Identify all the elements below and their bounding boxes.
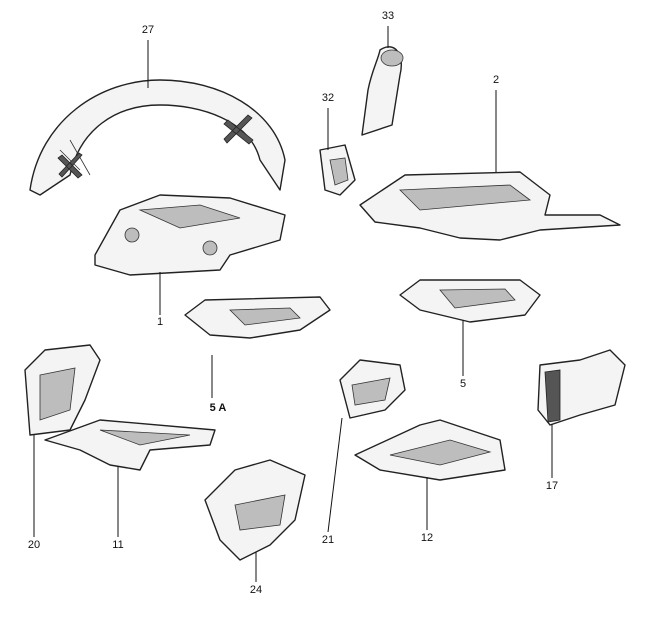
label-5: 5: [459, 378, 467, 390]
label-1: 1: [156, 316, 164, 328]
label-32: 32: [321, 92, 335, 104]
label-33: 33: [381, 10, 395, 22]
part-27-shroud: [29, 79, 286, 196]
part-33-duct: [361, 46, 404, 136]
part-2: [359, 171, 621, 241]
label-5a: 5 A: [209, 402, 227, 414]
label-17: 17: [545, 480, 559, 492]
leader-lines: [33, 26, 553, 582]
part-32: [319, 144, 356, 196]
part-5: [399, 279, 541, 323]
part-20: [24, 344, 101, 436]
label-20: 20: [27, 539, 41, 551]
part-24: [204, 459, 306, 561]
part-12: [354, 419, 506, 481]
label-11: 11: [112, 539, 124, 551]
part-17: [537, 349, 626, 426]
label-24: 24: [249, 584, 263, 596]
label-2: 2: [492, 74, 500, 86]
label-21: 21: [321, 534, 335, 546]
part-5a: [184, 296, 331, 339]
part-21: [339, 359, 406, 419]
part-11: [44, 419, 216, 471]
part-1: [94, 194, 286, 276]
label-27: 27: [141, 24, 155, 36]
label-12: 12: [420, 532, 434, 544]
